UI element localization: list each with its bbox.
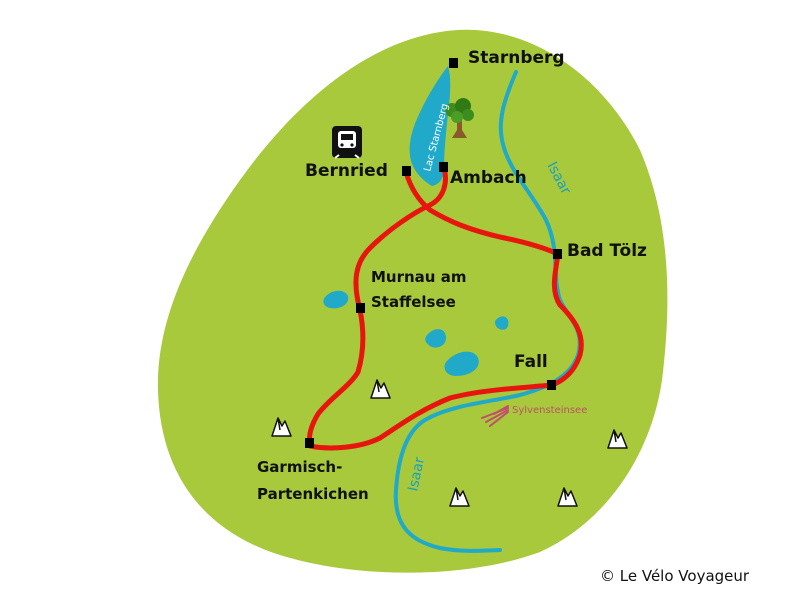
reservoir-label: Sylvensteinsee [512, 405, 587, 416]
river-label-isaar-south: Isaar [405, 456, 428, 493]
town-marker-bernried [402, 166, 411, 176]
mountain-icon [449, 487, 470, 507]
town-marker-bad-tolz [553, 249, 562, 259]
lake-staffelsee [323, 290, 349, 309]
mountain-icon [271, 417, 292, 437]
lake-starnberg [409, 66, 451, 186]
region-land [157, 29, 668, 573]
reservoir-marker-icon [481, 405, 509, 427]
town-markers [305, 58, 562, 448]
town-marker-fall [547, 380, 556, 390]
town-marker-murnau [356, 303, 365, 313]
mountain-icon [607, 429, 628, 449]
town-label-starnberg: Starnberg [468, 48, 565, 68]
town-marker-starnberg [449, 58, 458, 68]
mountain-icon [370, 379, 391, 399]
lake-small-2 [444, 351, 479, 376]
town-label-garmisch-line2: Partenkichen [257, 485, 369, 503]
mountains [271, 379, 628, 507]
town-label-murnau-line2: Staffelsee [371, 293, 456, 311]
town-label-garmisch-line1: Garmisch- [257, 458, 342, 476]
town-label-bad-tolz: Bad Tölz [567, 241, 647, 261]
copyright-credit: © Le Vélo Voyageur [600, 567, 750, 585]
train-station-icon [332, 126, 362, 159]
town-label-fall: Fall [514, 352, 548, 372]
town-marker-garmisch [305, 438, 314, 448]
lake-small-3 [494, 316, 509, 330]
town-label-bernried: Bernried [305, 161, 388, 181]
town-marker-ambach [439, 162, 448, 172]
town-label-murnau-line1: Murnau am [371, 268, 466, 286]
lake-small-1 [425, 329, 446, 348]
tree-icon [445, 98, 474, 138]
town-label-ambach: Ambach [450, 168, 527, 188]
mountain-icon [557, 487, 578, 507]
